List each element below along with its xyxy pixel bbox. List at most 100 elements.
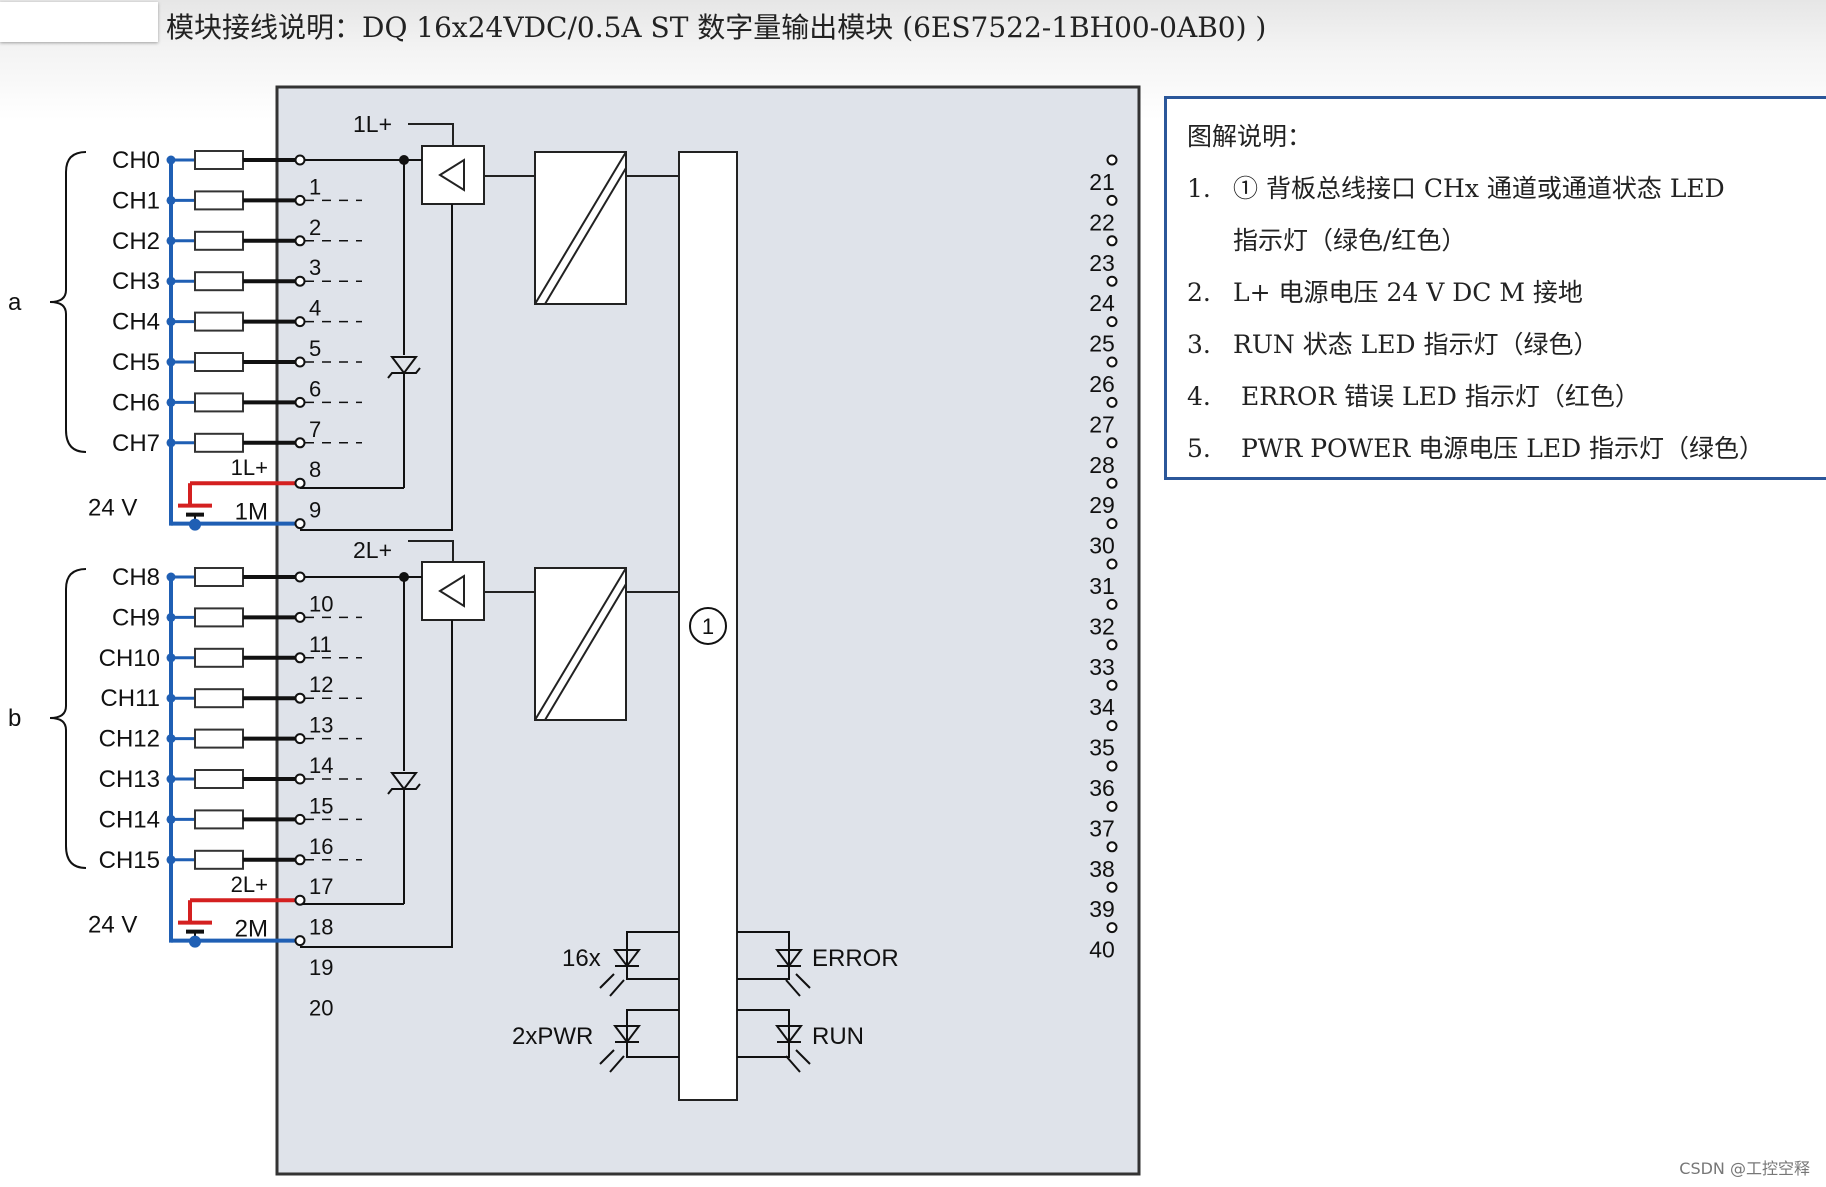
driver-block-b bbox=[421, 561, 485, 621]
legend-item-1: 1. ① 背板总线接口 CHx 通道或通道状态 LED bbox=[1187, 169, 1725, 205]
supply-minus-label: 1M bbox=[235, 499, 268, 526]
watermark: CSDN @工控空释 bbox=[1679, 1159, 1810, 1178]
zener-diode-b bbox=[300, 577, 421, 905]
load-resistor bbox=[194, 432, 244, 453]
title-redaction bbox=[0, 2, 158, 42]
terminal-number: 9 bbox=[309, 498, 321, 523]
right-terminal-point bbox=[1106, 639, 1118, 651]
terminal-number: 18 bbox=[309, 915, 333, 940]
terminal-point bbox=[294, 935, 306, 947]
load-resistor bbox=[194, 271, 244, 292]
terminal-number: 13 bbox=[309, 713, 333, 738]
load-resistor bbox=[194, 769, 244, 789]
right-terminal-number: 25 bbox=[1089, 331, 1115, 357]
backplane-marker-circle bbox=[689, 607, 727, 645]
load-resistor bbox=[194, 230, 244, 251]
terminal-number: 19 bbox=[309, 955, 333, 980]
load-resistor bbox=[194, 809, 244, 830]
terminal-number: 3 bbox=[309, 255, 321, 280]
terminal-point bbox=[294, 571, 306, 583]
legend-item-number: 5. bbox=[1187, 434, 1211, 463]
right-terminal-number: 28 bbox=[1089, 452, 1115, 478]
right-terminal-number: 26 bbox=[1089, 371, 1115, 397]
legend-item-number: 4. bbox=[1187, 382, 1211, 411]
right-terminal-point bbox=[1106, 518, 1118, 530]
right-terminal-number: 29 bbox=[1089, 492, 1115, 518]
right-terminal-point bbox=[1106, 922, 1118, 934]
legend-box: 图解说明： 1.① 背板总线接口 CHx 通道或通道状态 LED 指示灯（绿色/… bbox=[1164, 96, 1826, 480]
channel-label: CH8 bbox=[112, 564, 160, 591]
terminal-number: 11 bbox=[309, 632, 332, 657]
internal-supply-a: 1L+ bbox=[353, 111, 392, 137]
led-power-icon bbox=[599, 1009, 679, 1073]
load-resistor bbox=[194, 728, 244, 749]
terminal-point bbox=[294, 194, 306, 206]
legend-item-text: PWR POWER 电源电压 LED 指示灯（绿色） bbox=[1233, 434, 1765, 463]
terminal-number: 6 bbox=[309, 376, 321, 401]
load-resistor bbox=[194, 688, 244, 709]
load-resistor bbox=[194, 647, 244, 668]
supply-voltage-label: 24 V bbox=[88, 495, 137, 522]
right-terminal-number: 37 bbox=[1089, 815, 1115, 841]
right-terminal-point bbox=[1106, 841, 1118, 853]
legend-title: 图解说明： bbox=[1187, 122, 1313, 151]
led-run-icon bbox=[737, 1009, 811, 1073]
led-power-label: 2xPWR bbox=[512, 1023, 593, 1050]
terminal-point bbox=[294, 733, 306, 745]
bracket-a-label: a bbox=[8, 289, 22, 316]
legend-item-text: ① 背板总线接口 CHx 通道或通道状态 LED bbox=[1233, 174, 1725, 203]
channel-label: CH0 bbox=[112, 147, 160, 174]
right-terminal-number: 32 bbox=[1089, 613, 1115, 639]
load-resistor bbox=[194, 607, 244, 628]
legend-item-text: L+ 电源电压 24 V DC M 接地 bbox=[1233, 278, 1583, 307]
right-terminal-point bbox=[1106, 316, 1118, 328]
terminal-number: 10 bbox=[309, 591, 333, 616]
driver-block-a bbox=[421, 145, 485, 205]
terminal-point bbox=[294, 773, 306, 785]
right-terminal-point bbox=[1106, 679, 1118, 691]
right-terminal-number: 30 bbox=[1089, 533, 1115, 559]
right-terminal-number: 36 bbox=[1089, 775, 1115, 801]
legend-item-2: 2. L+ 电源电压 24 V DC M 接地 bbox=[1187, 273, 1583, 309]
terminal-number: 5 bbox=[309, 336, 321, 361]
channel-label: CH2 bbox=[112, 228, 160, 255]
right-terminal-number: 31 bbox=[1089, 573, 1115, 599]
terminal-point bbox=[294, 611, 306, 623]
channel-wiring: CH0CH1CH2CH3CH4CH5CH6CH71234567891L+1M24… bbox=[88, 147, 1118, 1020]
legend-item-number: 2. bbox=[1187, 278, 1211, 307]
right-terminal-point bbox=[1106, 881, 1118, 893]
led-channel-label: 16x bbox=[562, 945, 601, 972]
channel-label: CH12 bbox=[99, 726, 160, 753]
terminal-number: 4 bbox=[309, 296, 321, 321]
channel-label: CH9 bbox=[112, 604, 160, 631]
legend-item-5: 5. PWR POWER 电源电压 LED 指示灯（绿色） bbox=[1187, 429, 1764, 465]
right-terminal-point bbox=[1106, 558, 1118, 570]
terminal-point bbox=[294, 813, 306, 825]
terminal-number: 1 bbox=[309, 174, 321, 199]
led-error-label: ERROR bbox=[812, 945, 899, 972]
channel-label: CH4 bbox=[112, 309, 160, 336]
right-terminal-number: 40 bbox=[1089, 937, 1115, 963]
right-terminal-point bbox=[1106, 356, 1118, 368]
led-error-icon bbox=[737, 931, 811, 997]
terminal-point bbox=[294, 894, 306, 906]
right-terminal-point bbox=[1106, 437, 1118, 449]
terminal-number: 14 bbox=[309, 753, 333, 778]
terminal-point bbox=[294, 316, 306, 328]
legend-item-number: 1. bbox=[1187, 174, 1211, 203]
right-terminal-point bbox=[1106, 598, 1118, 610]
terminal-number: 15 bbox=[309, 793, 333, 818]
terminal-point bbox=[294, 275, 306, 287]
terminal-point bbox=[294, 854, 306, 866]
right-terminal-number: 23 bbox=[1089, 250, 1115, 276]
channel-label: CH3 bbox=[112, 268, 160, 295]
right-terminal-point bbox=[1106, 275, 1118, 287]
bracket-b bbox=[49, 568, 87, 869]
legend-item-number: 3. bbox=[1187, 330, 1211, 359]
channel-label: CH14 bbox=[99, 806, 160, 833]
right-terminal-number: 33 bbox=[1089, 654, 1115, 680]
zener-diode-a bbox=[300, 160, 421, 489]
terminal-point bbox=[294, 154, 306, 166]
internal-supply-b: 2L+ bbox=[353, 537, 392, 563]
